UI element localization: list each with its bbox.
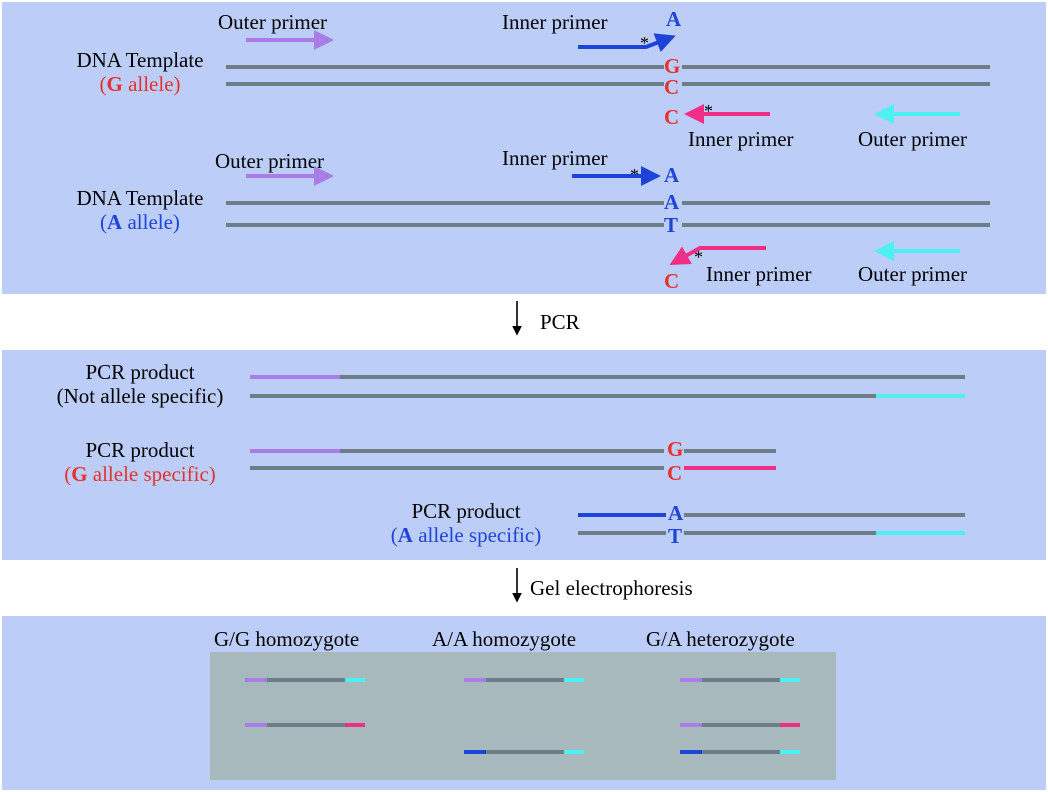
- gel-band-segment: [345, 678, 365, 682]
- mismatch-star: *: [630, 165, 639, 185]
- pcr-product-label-g-specific: PCR product (G allele specific): [64, 438, 216, 486]
- dna-template-text: DNA Template: [76, 186, 204, 210]
- reverse-tip-base-c: C: [664, 269, 680, 293]
- pcr-product-label-nonspecific: PCR product (Not allele specific): [56, 360, 224, 408]
- gel-band-segment: [345, 723, 365, 727]
- gel-band-segment: [780, 750, 800, 754]
- gel-band-segment: [464, 750, 486, 754]
- template-top-strand-a: [226, 201, 664, 205]
- gel: [210, 652, 836, 780]
- gel-band-segment: [702, 750, 780, 754]
- dna-template-label-a: DNA Template (A allele): [50, 186, 230, 234]
- outer-reverse-primer-segment: [876, 394, 965, 398]
- snp-base-t: T: [664, 213, 679, 237]
- pcr-products-panel: [2, 350, 1046, 560]
- outer-forward-primer-segment: [250, 375, 340, 379]
- product-strand: [250, 394, 876, 398]
- snp-base-a: A: [664, 190, 680, 214]
- allele-a-label: (A allele): [100, 210, 180, 234]
- dna-template-text: DNA Template: [76, 48, 204, 72]
- outer-primer-label: Outer primer: [858, 127, 968, 151]
- gel-band-segment: [267, 723, 345, 727]
- gel-band-segment: [702, 678, 780, 682]
- template-bottom-strand-a: [226, 223, 664, 227]
- inner-primer-label: Inner primer: [688, 127, 794, 151]
- snp-base-g: G: [667, 437, 684, 461]
- snp-base-c: C: [667, 461, 683, 485]
- template-bottom-strand-g-right: [682, 82, 990, 86]
- mismatch-star: *: [694, 247, 703, 267]
- gel-band-segment: [680, 750, 702, 754]
- product-strand: [684, 513, 965, 517]
- gel-band-segment: [564, 750, 584, 754]
- snp-base-a: A: [668, 501, 684, 525]
- product-strand: [684, 531, 876, 535]
- outer-reverse-primer-segment: [876, 531, 965, 535]
- gel-band-segment: [486, 750, 564, 754]
- product-strand: [684, 449, 776, 453]
- gel-band-segment: [680, 723, 702, 727]
- product-strand: [340, 375, 965, 379]
- product-strand: [578, 531, 666, 535]
- outer-primer-label: Outer primer: [858, 262, 968, 286]
- primer-tip-base-a: A: [666, 7, 682, 31]
- product-strand: [340, 449, 664, 453]
- template-panel: [2, 2, 1046, 294]
- pcr-step-label: PCR: [540, 310, 580, 334]
- snp-base-c: C: [664, 75, 680, 99]
- product-strand: [250, 466, 664, 470]
- template-top-strand-a-right: [682, 201, 990, 205]
- gel-band-segment: [564, 678, 584, 682]
- primer-tip-base-a: A: [664, 163, 680, 187]
- template-bottom-strand-g: [226, 82, 664, 86]
- mismatch-star: *: [640, 33, 649, 53]
- lane-label-aa: A/A homozygote: [432, 627, 577, 651]
- gel-step-label: Gel electrophoresis: [530, 576, 693, 600]
- reverse-tip-base-c: C: [664, 105, 680, 129]
- mismatch-star: *: [704, 101, 713, 121]
- snp-base-g: G: [664, 54, 681, 78]
- gel-band-segment: [780, 678, 800, 682]
- gel-band-segment: [680, 678, 702, 682]
- gel-band-segment: [267, 678, 345, 682]
- template-bottom-strand-a-right: [682, 223, 990, 227]
- outer-primer-label: Outer primer: [215, 149, 325, 173]
- gel-band-segment: [245, 723, 267, 727]
- template-top-strand-g-right: [682, 65, 990, 69]
- inner-primer-label: Inner primer: [706, 262, 812, 286]
- inner-primer-label: Inner primer: [502, 146, 608, 170]
- template-top-strand-g: [226, 65, 664, 69]
- gel-band-segment: [486, 678, 564, 682]
- gel-band-segment: [780, 723, 800, 727]
- gel-band-segment: [245, 678, 267, 682]
- gel-band-segment: [702, 723, 780, 727]
- inner-forward-primer-segment: [578, 513, 666, 517]
- inner-reverse-primer-segment: [684, 466, 776, 470]
- lane-label-gg: G/G homozygote: [214, 627, 360, 651]
- gel-band-segment: [464, 678, 486, 682]
- pcr-product-label-a-specific: PCR product (A allele specific): [390, 499, 542, 547]
- lane-label-ga: G/A heterozygote: [646, 627, 795, 651]
- dna-template-label-g: DNA Template (G allele): [50, 48, 230, 96]
- snp-base-t: T: [668, 524, 683, 548]
- outer-primer-label: Outer primer: [218, 10, 328, 34]
- outer-forward-primer-segment: [250, 449, 340, 453]
- allele-g-label: (G allele): [99, 72, 181, 96]
- inner-primer-label: Inner primer: [502, 10, 608, 34]
